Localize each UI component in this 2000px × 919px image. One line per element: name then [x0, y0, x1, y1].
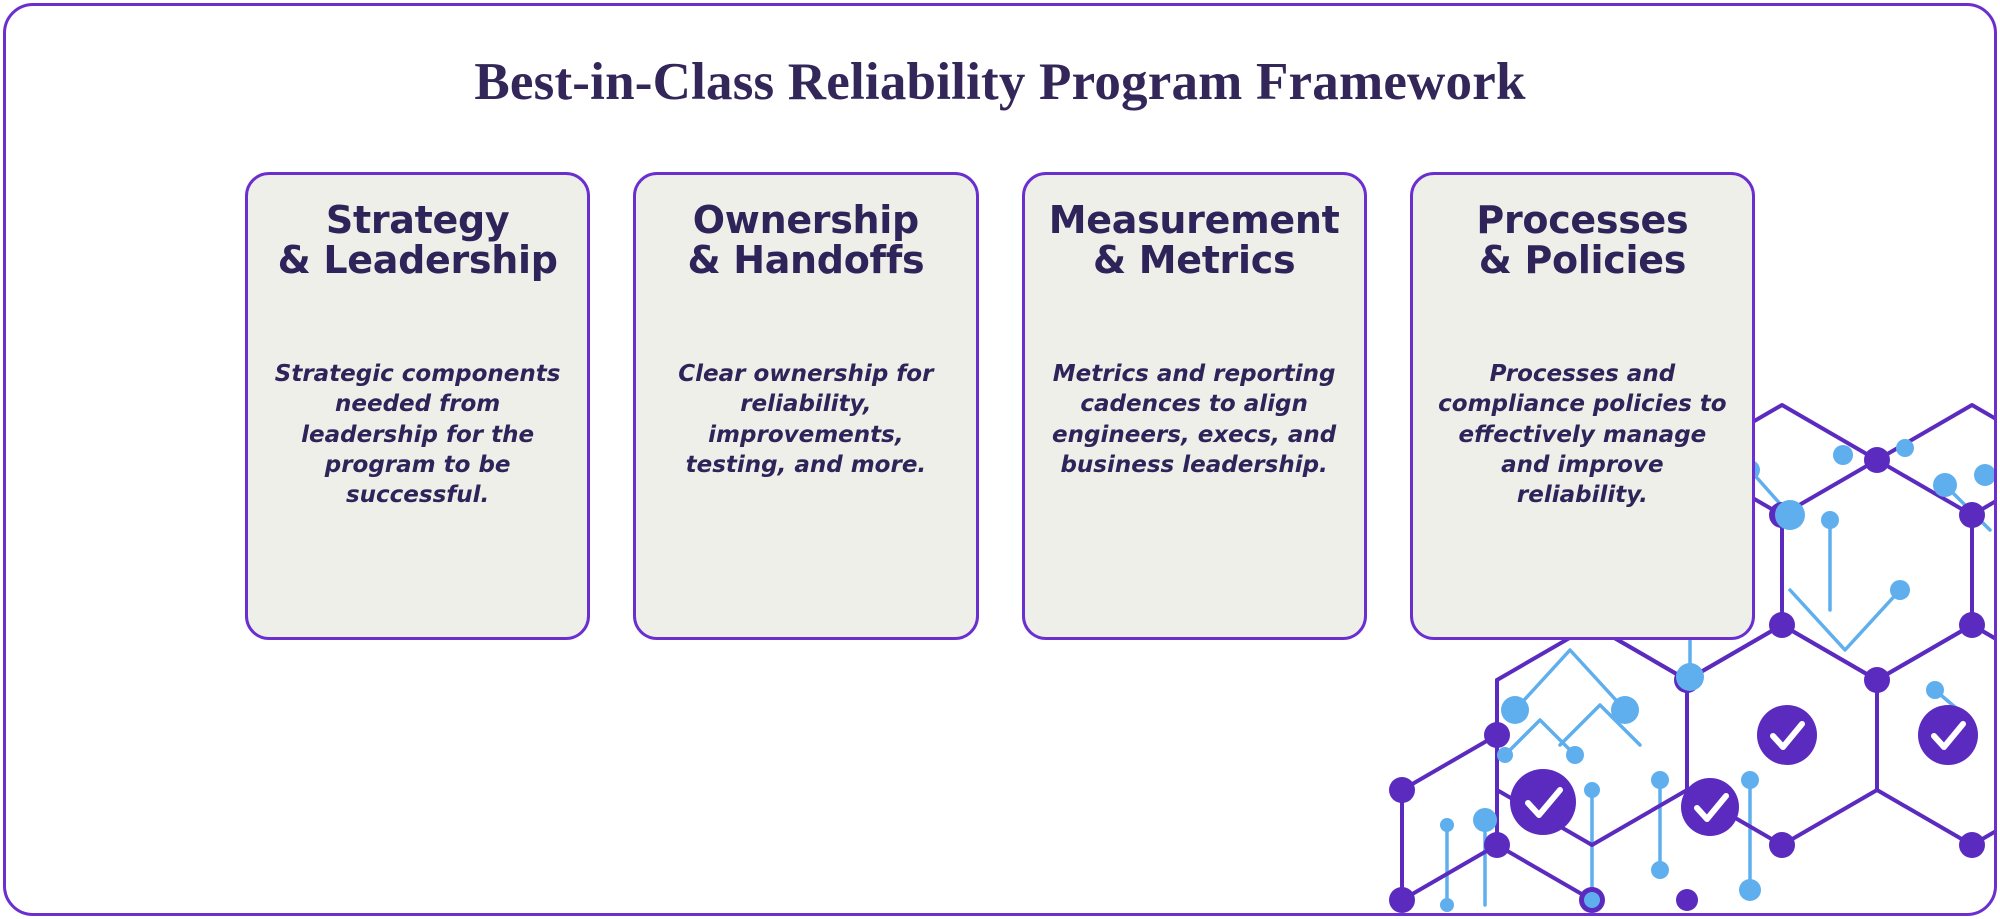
pillar-card-ownership-handoffs[interactable]: Ownership & Handoffs Clear ownership for… [633, 172, 979, 640]
pillar-card-body: Clear ownership for reliability, improve… [678, 360, 934, 478]
pillar-card-title: Processes & Policies [1476, 198, 1689, 282]
check-badge [1757, 705, 1817, 765]
pillar-card-measurement-metrics[interactable]: Measurement & Metrics Metrics and report… [1021, 172, 1367, 640]
check-badge [1510, 769, 1576, 835]
check-badges [1510, 705, 1978, 836]
check-badge [1918, 705, 1978, 765]
pillar-card-title: Measurement & Metrics [1048, 198, 1340, 282]
pillar-card-strategy-leadership[interactable]: Strategy & Leadership Strategic componen… [245, 172, 591, 640]
pillar-card-body: Processes and compliance policies to eff… [1438, 360, 1727, 509]
pillar-card-body: Strategic components needed from leaders… [274, 360, 561, 509]
pillar-card-title: Ownership & Handoffs [687, 198, 925, 282]
pillar-card-body: Metrics and reporting cadences to align … [1052, 360, 1337, 478]
page-title: Best-in-Class Reliability Program Framew… [474, 53, 1526, 111]
hexagon-stair-edges [1400, 678, 1594, 902]
pillar-card-title: Strategy & Leadership [277, 198, 558, 282]
pillar-card-processes-policies[interactable]: Processes & Policies Processes and compl… [1409, 172, 1755, 640]
check-badge [1681, 778, 1739, 836]
framework-pillars-row: Strategy & Leadership Strategic componen… [245, 172, 1755, 640]
